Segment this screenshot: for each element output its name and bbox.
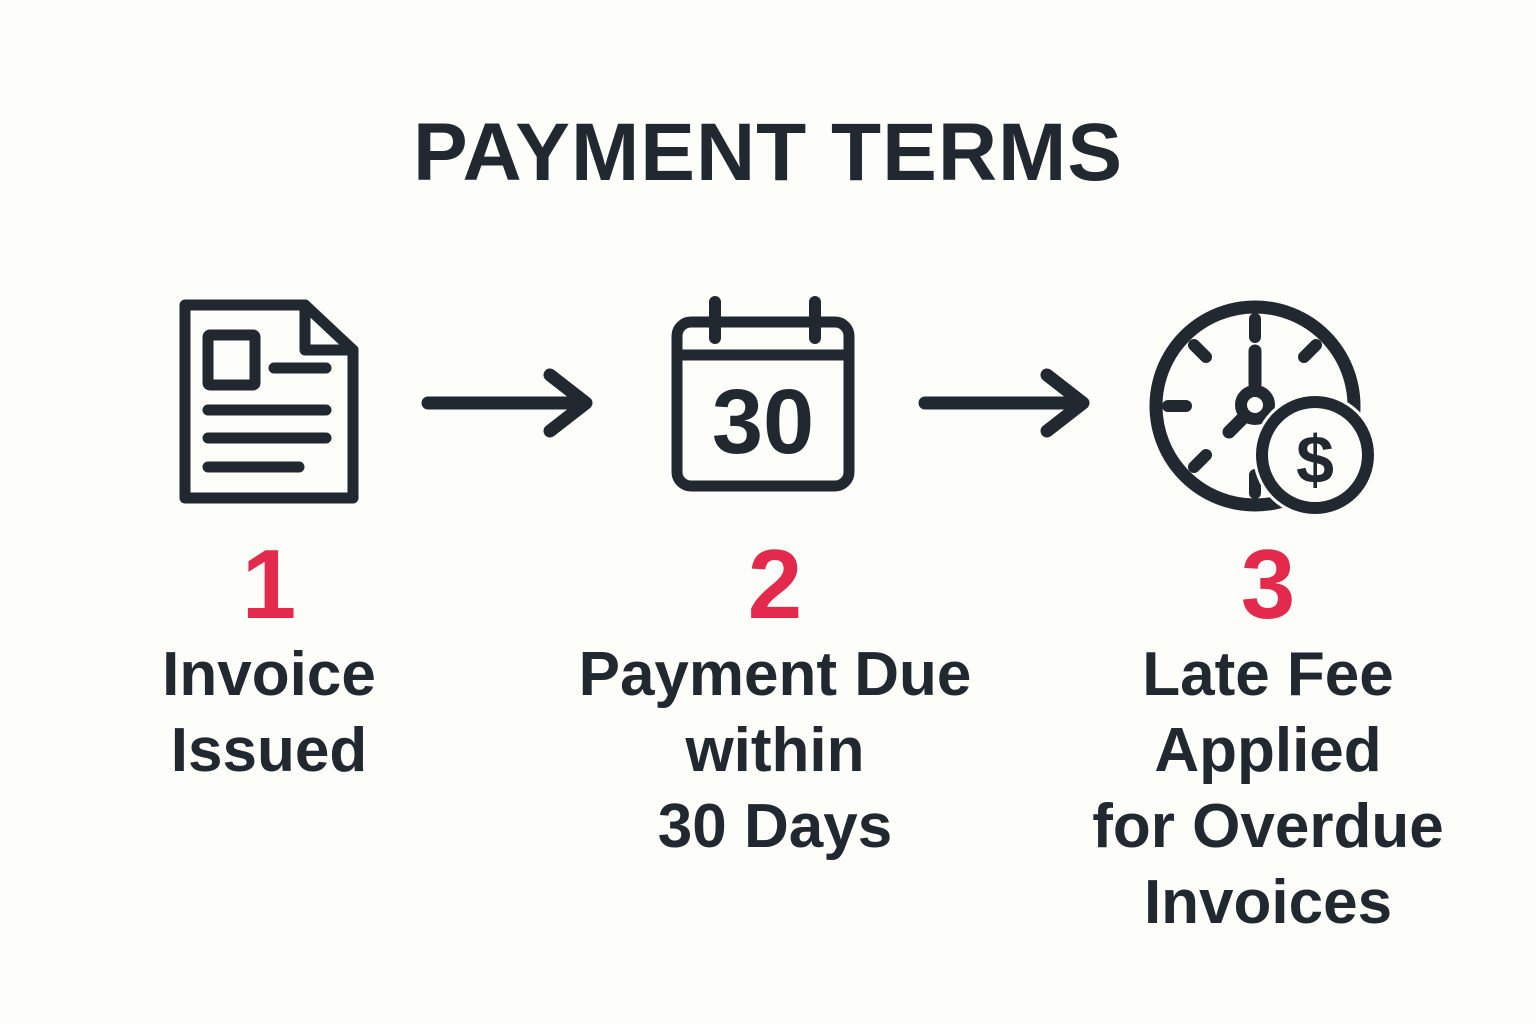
step-label: Payment Due within 30 Days [565, 637, 985, 865]
document-logo-square [202, 329, 261, 391]
step-column-1: 1 Invoice Issued [119, 535, 419, 789]
step-label-line: Late Fee [1142, 640, 1394, 709]
calendar-body [671, 316, 855, 492]
step-label-line: Applied [1154, 716, 1382, 785]
arrow-right-icon [918, 368, 1090, 438]
step-label-line: Invoices [1143, 868, 1393, 937]
step-label-line: Invoice [162, 640, 376, 709]
step-label-line: 30 Days [657, 792, 893, 861]
document-fold [299, 299, 359, 356]
step-label: Invoice Issued [119, 637, 419, 789]
calendar-30-icon: 30 [671, 296, 855, 492]
step-label: Late Fee Applied for Overdue Invoices [1058, 637, 1478, 941]
step-label-line: for Overdue [1092, 792, 1444, 861]
step-column-2: 2 Payment Due within 30 Days [565, 535, 985, 865]
dollar-sign-text: $ [1296, 422, 1334, 498]
clock-face [1149, 300, 1361, 512]
step-label-line: within [685, 716, 865, 785]
arrow-right-icon [421, 368, 593, 438]
step-number: 3 [1240, 529, 1296, 639]
step-label-line: Payment Due [578, 640, 972, 709]
clock-ticks [1162, 313, 1322, 499]
step-number: 1 [241, 529, 297, 639]
step-label-line: Issued [170, 716, 368, 785]
step-column-3: 3 Late Fee Applied for Overdue Invoices [1058, 535, 1478, 941]
calendar-day-text: 30 [712, 371, 814, 473]
invoice-document-icon [179, 299, 359, 504]
clock-center [1235, 385, 1275, 425]
dollar-coin [1256, 396, 1374, 514]
page-title: PAYMENT TERMS [412, 107, 1124, 198]
clock-dollar-icon: $ [1149, 300, 1374, 515]
step-number: 2 [747, 529, 803, 639]
document-outline [179, 299, 359, 504]
